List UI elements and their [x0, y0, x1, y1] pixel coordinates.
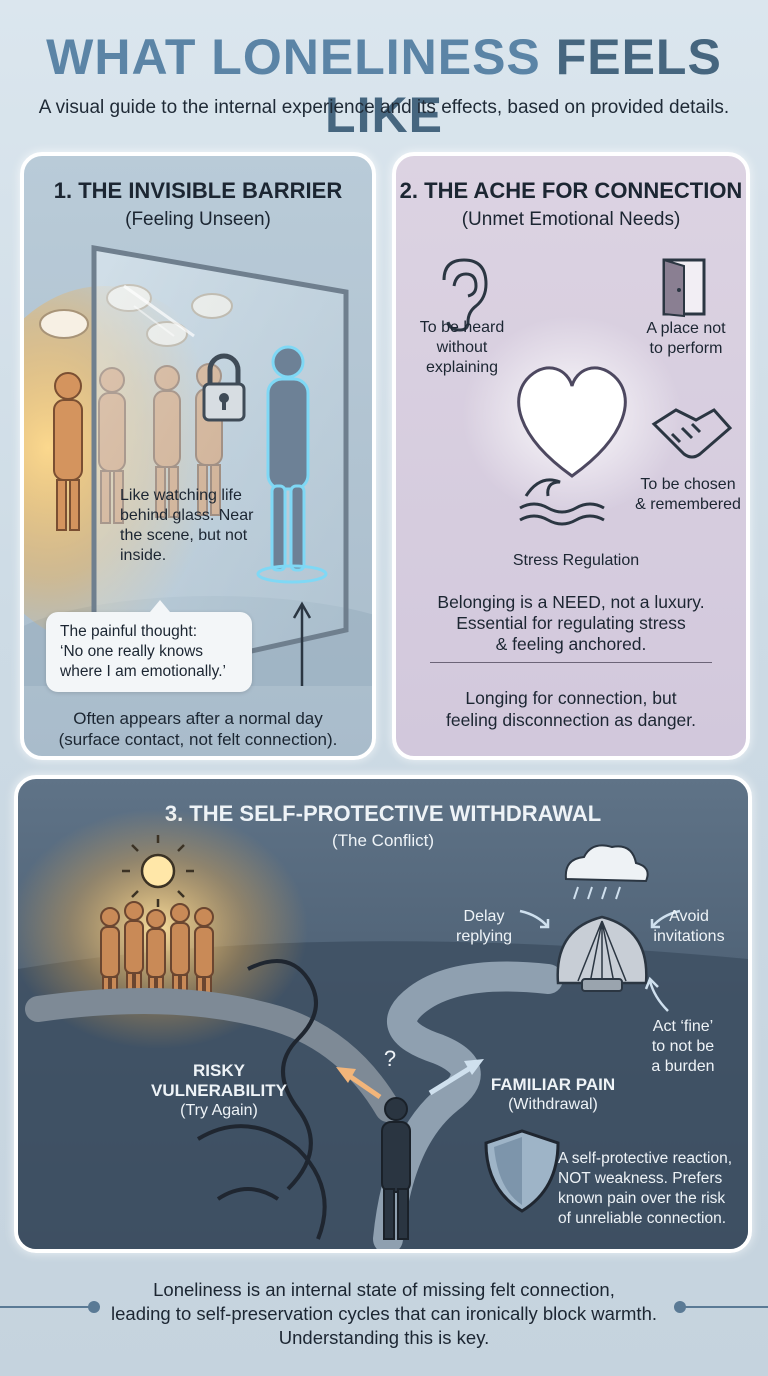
thought-line: ‘No one really knows: [60, 643, 204, 660]
page-subtitle: A visual guide to the internal experienc…: [38, 97, 730, 118]
label-line: FAMILIAR PAIN: [490, 1075, 616, 1094]
glass-caption: Like watching life behind glass. Near th…: [120, 486, 320, 566]
belong-line: Essential for regulating stress: [456, 613, 686, 633]
thought-line: where I am emotionally.’: [60, 663, 226, 680]
heart-icon: [517, 366, 627, 478]
footer-line: leading to self-preservation cycles that…: [111, 1303, 657, 1324]
panel2-title: 2. THE ACHE FOR CONNECTION: [399, 178, 743, 203]
label-line: Act ‘fine’: [652, 1018, 714, 1035]
painful-thought-bubble: The painful thought: ‘No one really know…: [46, 600, 252, 692]
need-line: A place not: [646, 320, 726, 337]
door-icon: [662, 258, 706, 318]
belong-line: Belonging is a NEED, not a luxury.: [437, 592, 705, 612]
panel-ache-for-connection: 2. THE ACHE FOR CONNECTION (Unmet Emotio…: [392, 152, 750, 760]
smooth-path: [373, 961, 563, 1249]
need-line: To be heard: [419, 319, 505, 336]
avoid-invitations-label: Avoid invitations: [644, 907, 734, 947]
familiar-pain-label: FAMILIAR PAIN (Withdrawal): [478, 1075, 628, 1115]
label-line: RISKY: [193, 1061, 245, 1080]
thought-line: The painful thought:: [60, 623, 198, 640]
glass-caption-line: the scene, but not: [120, 527, 248, 544]
need-line: & remembered: [635, 496, 741, 513]
page-title: WHAT LONELINESS FEELS LIKE: [0, 28, 768, 144]
handshake-icon: [651, 408, 733, 459]
panel-self-protective-withdrawal: 3. THE SELF-PROTECTIVE WITHDRAWAL (The C…: [14, 775, 752, 1253]
shell-icon: [556, 915, 648, 992]
need-line: explaining: [425, 359, 499, 376]
footer-line: Understanding this is key.: [278, 1327, 490, 1348]
glass-barrier-illustration: [24, 245, 372, 686]
panel-invisible-barrier: 1. THE INVISIBLE BARRIER (Feeling Unseen…: [20, 152, 376, 760]
panel1-title: 1. THE INVISIBLE BARRIER: [53, 178, 343, 203]
label-line: (Try Again): [180, 1102, 258, 1119]
shield-note: A self-protective reaction, NOT weakness…: [558, 1149, 748, 1229]
sun-icon: [122, 835, 194, 907]
risky-vulnerability-label: RISKY VULNERABILITY (Try Again): [144, 1061, 294, 1121]
panel3-subtitle: (The Conflict): [331, 831, 435, 850]
label-line: invitations: [653, 928, 725, 945]
need-line: to perform: [649, 340, 723, 357]
note-line: Often appears after a normal day: [73, 709, 323, 728]
panel1-subtitle: (Feeling Unseen): [125, 209, 271, 230]
shield-line: NOT weakness. Prefers: [558, 1170, 723, 1187]
needs-illustration: [442, 258, 733, 526]
wave-icon: [519, 478, 605, 526]
label-line: VULNERABILITY: [151, 1081, 287, 1100]
shield-line: of unreliable connection.: [558, 1210, 727, 1227]
footer-rule-right: [676, 1306, 768, 1308]
person-at-crossroads-icon: [381, 1097, 411, 1240]
glass-caption-line: Like watching life: [120, 487, 242, 504]
need-place-label: A place not to perform: [626, 319, 746, 359]
ear-icon: [442, 258, 488, 332]
shield-line: known pain over the risk: [558, 1190, 726, 1207]
label-line: Avoid: [669, 908, 709, 925]
label-line: to not be: [651, 1038, 715, 1055]
belong-line: & feeling anchored.: [495, 634, 647, 654]
lonely-person-icon: [266, 345, 310, 572]
lock-icon: [202, 353, 246, 422]
glass-caption-line: behind glass. Near: [120, 507, 254, 524]
need-chosen-label: To be chosen & remembered: [624, 475, 746, 515]
crossroads-illustration: [18, 809, 748, 1249]
title-main: WHAT LONELINESS: [46, 29, 556, 85]
question-mark: ?: [383, 1046, 397, 1071]
need-line: without: [436, 339, 488, 356]
belonging-statement: Belonging is a NEED, not a luxury. Essen…: [396, 592, 746, 655]
panel3-title: 3. THE SELF-PROTECTIVE WITHDRAWAL: [164, 801, 602, 826]
footer-dot-right: [674, 1301, 686, 1313]
people-group-icon: [100, 901, 214, 1000]
footer-summary: Loneliness is an internal state of missi…: [0, 1278, 768, 1350]
shield-icon: [484, 1129, 560, 1213]
panel2-subtitle: (Unmet Emotional Needs): [461, 209, 681, 230]
longing-line: Longing for connection, but: [465, 688, 677, 708]
rain-cloud-icon: [564, 844, 649, 900]
footer-line: Loneliness is an internal state of missi…: [153, 1279, 615, 1300]
footer-rule-left: [0, 1306, 92, 1308]
footer-dot-left: [88, 1301, 100, 1313]
label-line: replying: [455, 928, 513, 945]
divider: [430, 662, 712, 663]
panel1-note: Often appears after a normal day (surfac…: [24, 708, 372, 750]
label-line: a burden: [651, 1058, 715, 1075]
shield-line: A self-protective reaction,: [558, 1150, 733, 1167]
longing-statement: Longing for connection, but feeling disc…: [396, 687, 746, 731]
act-fine-label: Act ‘fine’ to not be a burden: [638, 1017, 728, 1077]
delay-replying-label: Delay replying: [448, 907, 520, 947]
title-accent: FEELS LIKE: [325, 29, 722, 143]
thorn-vine-icon: [196, 959, 327, 1240]
rocky-path: [25, 988, 401, 1122]
label-line: Delay: [463, 908, 505, 925]
need-stress-label: Stress Regulation: [512, 552, 640, 569]
note-line: (surface contact, not felt connection).: [58, 730, 338, 749]
arrow-icon: [428, 1064, 474, 1096]
arrow-icon: [346, 1072, 382, 1100]
need-heard-label: To be heard without explaining: [402, 318, 522, 378]
label-line: (Withdrawal): [508, 1096, 598, 1113]
longing-line: feeling disconnection as danger.: [445, 710, 697, 730]
need-line: To be chosen: [640, 476, 736, 493]
arrow-icon: [519, 909, 681, 1012]
glass-caption-line: inside.: [120, 547, 167, 564]
